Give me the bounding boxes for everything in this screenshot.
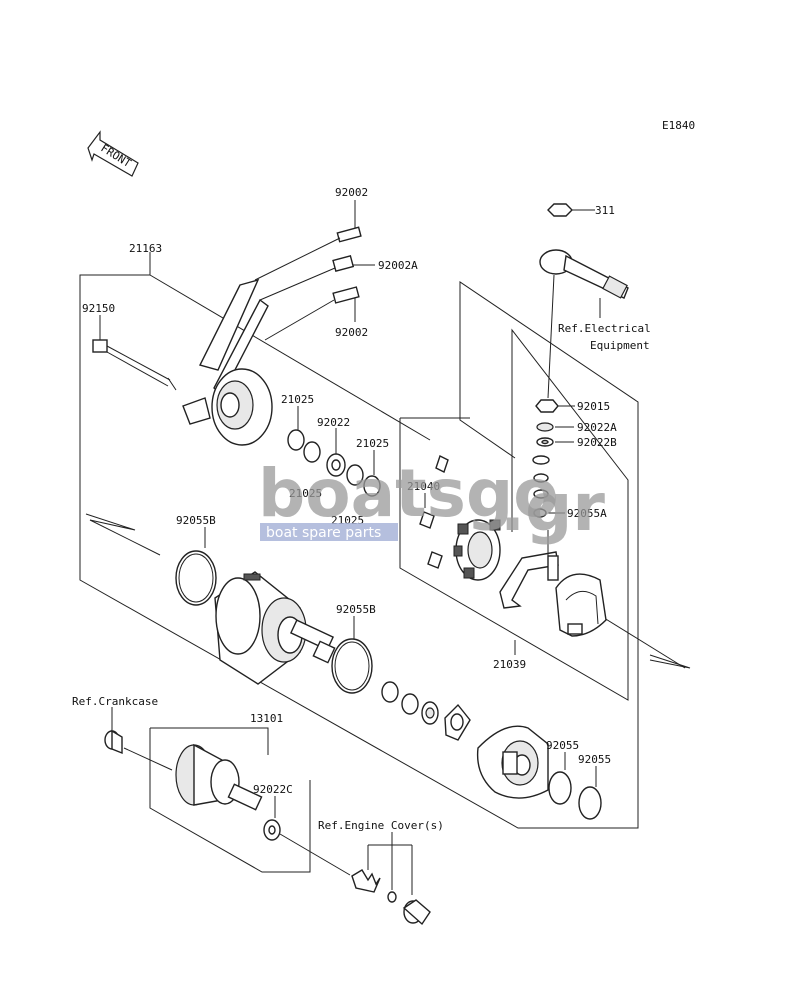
label-92015: 92015 — [577, 400, 610, 413]
label-21025-c: 21025 — [289, 487, 322, 500]
o-ring-92055b-left — [175, 527, 217, 606]
label-92022b: 92022B — [577, 436, 617, 449]
bolt-92002-bottom — [264, 286, 360, 341]
watermark-brand: boatsgo — [258, 455, 559, 532]
label-21025-b: 21025 — [356, 437, 389, 450]
watermark-tagline-bar — [260, 523, 398, 541]
o-ring-92055-a — [548, 752, 572, 805]
starter-front-cover — [476, 725, 549, 799]
bolt-92002-top — [254, 200, 362, 281]
terminal-nut-311 — [547, 203, 595, 217]
brush-holder-frame-outline — [399, 328, 691, 701]
watermark-tagline: boat spare parts — [266, 525, 381, 541]
terminal-insulator-stack — [532, 455, 550, 499]
pinion-assembly-frame-outline — [149, 727, 311, 873]
label-21040: 21040 — [407, 480, 440, 493]
assembly-frame-outline — [79, 252, 639, 829]
diagram-code: E1840 — [662, 119, 695, 132]
ref-crankcase-bushing — [104, 707, 173, 771]
spring-and-collar — [351, 832, 431, 926]
starter-rear-bracket — [182, 278, 273, 446]
o-ring-92055b-mid — [331, 616, 373, 694]
o-ring-92055-b — [578, 766, 602, 820]
bolt-92002a — [259, 254, 375, 301]
watermark-logo: boatsgo .gr boat spare parts — [258, 455, 605, 546]
label-92055b-left: 92055B — [176, 514, 216, 527]
through-bolt-92150 — [92, 315, 177, 391]
nut-92015 — [535, 399, 575, 413]
label-311: 311 — [595, 204, 615, 217]
washer-92022c — [263, 796, 351, 876]
washer-92022a — [536, 422, 574, 432]
label-21039: 21039 — [493, 658, 526, 671]
watermark-domain: .gr — [500, 469, 605, 546]
brush-holder-21039 — [499, 530, 607, 637]
brush-plate-assembly — [453, 519, 501, 581]
ref-electrical-line1: Ref.Electrical — [558, 322, 651, 335]
label-21163: 21163 — [129, 242, 162, 255]
label-92055a: 92055A — [567, 507, 607, 520]
label-92022: 92022 — [317, 416, 350, 429]
washer-92022b — [536, 437, 574, 447]
ref-engine-cover: Ref.Engine Cover(s) — [318, 819, 444, 832]
label-92022a: 92022A — [577, 421, 617, 434]
starter-motor-body — [214, 571, 336, 685]
brush-clips-21040 — [419, 455, 449, 569]
label-92055b-mid: 92055B — [336, 603, 376, 616]
label-92002-top: 92002 — [335, 186, 368, 199]
label-21025-a: 21025 — [281, 393, 314, 406]
o-ring-92055a — [533, 508, 565, 518]
label-92150: 92150 — [82, 302, 115, 315]
label-92055-a: 92055 — [546, 739, 579, 752]
label-92002-bottom: 92002 — [335, 326, 368, 339]
pinion-clutch-13101 — [175, 743, 269, 811]
label-92022c: 92022C — [253, 783, 293, 796]
label-13101: 13101 — [250, 712, 283, 725]
front-direction-arrow: FRONT — [87, 130, 139, 177]
starter-cable-terminal — [539, 249, 629, 399]
label-92002a: 92002A — [378, 259, 418, 272]
washer-stack-front — [381, 681, 471, 741]
label-92055-b: 92055 — [578, 753, 611, 766]
ref-crankcase: Ref.Crankcase — [72, 695, 158, 708]
washer-stack-left — [287, 406, 381, 497]
ref-electrical-line2: Equipment — [590, 339, 650, 352]
